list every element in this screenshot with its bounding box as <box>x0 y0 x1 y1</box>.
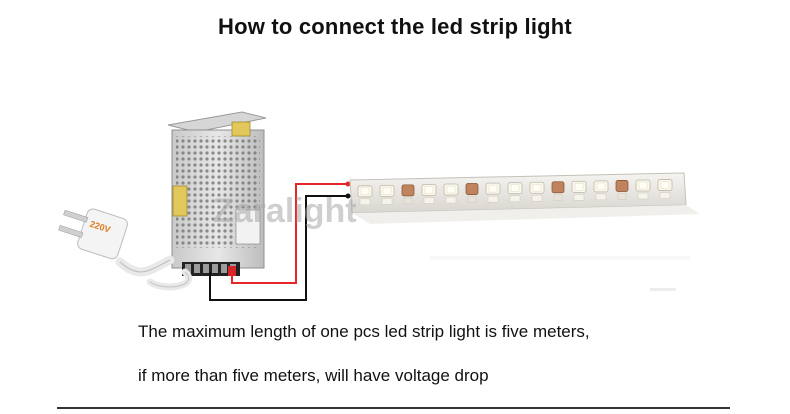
positive-connector-dot <box>345 181 351 187</box>
resistor <box>465 183 479 195</box>
solder-pad <box>381 198 393 205</box>
floor-shadow <box>430 256 690 291</box>
led-emitter <box>424 186 434 194</box>
solder-pad <box>637 192 649 200</box>
power-plug: 220V <box>58 208 192 291</box>
led-emitter <box>596 182 606 191</box>
solder-pad <box>467 196 477 203</box>
led-emitter <box>574 183 584 191</box>
led-emitter <box>382 187 392 195</box>
resistor <box>551 181 565 194</box>
negative-wire <box>209 195 347 301</box>
caption-line-1: The maximum length of one pcs led strip … <box>138 322 590 341</box>
caption-line-2: if more than five meters, will have volt… <box>138 366 489 385</box>
solder-pad <box>487 195 499 203</box>
solder-pad <box>359 198 371 206</box>
watermark-text: Zaralight <box>213 192 357 230</box>
led-emitter <box>488 184 498 193</box>
led-emitter <box>510 184 520 192</box>
solder-pad <box>445 196 457 204</box>
solder-pad <box>509 195 521 202</box>
solder-pad <box>403 197 413 205</box>
led-emitter <box>638 181 648 190</box>
page-title: How to connect the led strip light <box>218 14 572 39</box>
wires <box>209 181 351 301</box>
led-emitter <box>360 187 370 196</box>
bottom-divider <box>57 407 730 409</box>
resistor <box>615 180 629 192</box>
positive-wire <box>231 183 347 284</box>
solder-pad <box>573 194 585 201</box>
led-emitter <box>660 181 670 189</box>
solder-pad <box>423 197 435 204</box>
solder-pad <box>659 192 671 199</box>
negative-connector-dot <box>345 193 351 199</box>
solder-pad <box>617 193 627 200</box>
led-emitter <box>446 185 456 194</box>
solder-pad <box>553 194 563 202</box>
solder-pad <box>595 193 607 201</box>
led-emitter <box>532 183 542 192</box>
power-supply <box>167 111 267 276</box>
solder-pad <box>531 194 543 202</box>
resistor <box>401 184 415 197</box>
led-strip <box>349 172 700 224</box>
